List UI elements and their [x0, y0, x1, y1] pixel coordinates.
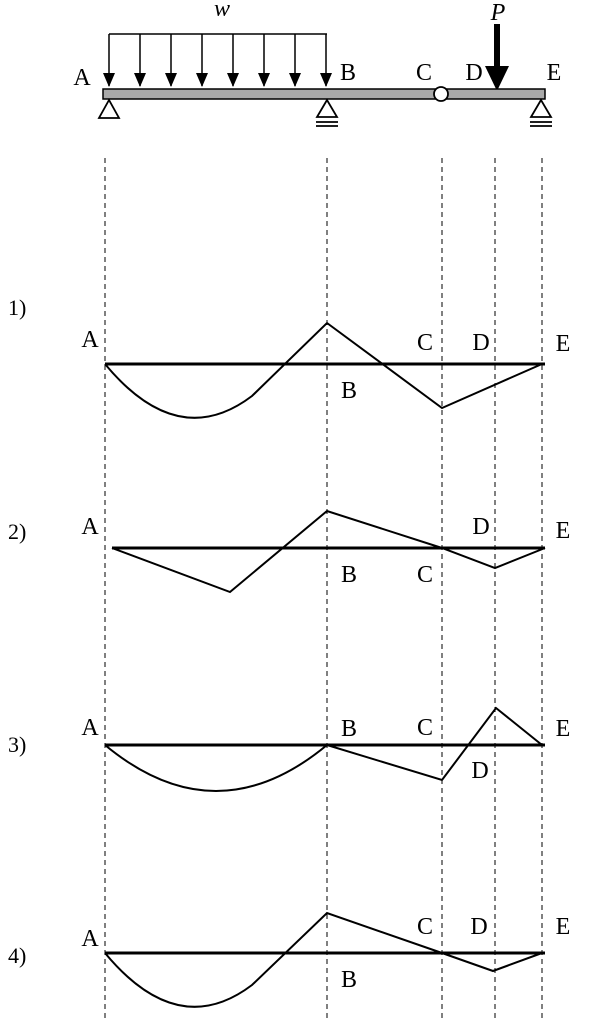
label-a: A	[81, 926, 99, 952]
roller-support-b	[315, 98, 339, 127]
guide-lines	[104, 158, 543, 1022]
label-a: A	[81, 715, 99, 741]
load-arrowhead	[196, 73, 208, 87]
label-d: D	[470, 914, 487, 940]
label-b: B	[341, 967, 357, 993]
label-a: A	[81, 327, 99, 353]
load-arrowhead	[103, 73, 115, 87]
distributed-load: w	[103, 0, 332, 87]
option-number: 3)	[8, 732, 26, 757]
label-e: E	[556, 518, 571, 544]
point-load: P	[485, 0, 509, 91]
pin-support-a	[97, 98, 121, 119]
label-e: E	[556, 716, 571, 742]
label-e: E	[556, 914, 571, 940]
label-b: B	[341, 378, 357, 404]
moment-curve	[104, 321, 543, 419]
load-arrowhead	[289, 73, 301, 87]
label-c: C	[417, 715, 433, 741]
label-c: C	[417, 914, 433, 940]
beam-body	[102, 88, 546, 100]
point-load-shaft	[494, 24, 500, 68]
label-e: E	[556, 331, 571, 357]
point-label-a: A	[73, 65, 91, 91]
roller-support-e	[529, 98, 553, 127]
moment-curve	[111, 509, 546, 594]
label-a: A	[81, 514, 99, 540]
option-4[interactable]: 4) A B C D E	[8, 911, 571, 1008]
point-label-d: D	[465, 60, 482, 86]
label-b: B	[341, 562, 357, 588]
point-label-b: B	[340, 60, 356, 86]
internal-hinge	[433, 86, 449, 102]
option-number: 1)	[8, 295, 26, 320]
option-3[interactable]: 3) A B C D E	[8, 706, 571, 792]
point-label-e: E	[547, 60, 562, 86]
beam-schematic: w P A B C D E	[73, 0, 562, 127]
label-c: C	[417, 562, 433, 588]
label-b: B	[341, 716, 357, 742]
option-2[interactable]: 2) A B C D E	[8, 509, 571, 594]
option-number: 4)	[8, 943, 26, 968]
label-c: C	[417, 330, 433, 356]
option-number: 2)	[8, 519, 26, 544]
label-d: D	[472, 514, 489, 540]
load-arrowhead	[227, 73, 239, 87]
load-arrowhead	[320, 73, 332, 87]
point-load-arrowhead	[485, 66, 509, 91]
label-d: D	[471, 758, 488, 784]
load-arrowhead	[134, 73, 146, 87]
load-arrowhead	[165, 73, 177, 87]
moment-curve	[104, 911, 543, 1008]
moment-curve	[104, 706, 543, 792]
label-d: D	[472, 330, 489, 356]
option-1[interactable]: 1) A B C D E	[8, 295, 571, 419]
load-arrowhead	[258, 73, 270, 87]
point-label-c: C	[416, 60, 432, 86]
load-p-label: P	[490, 0, 506, 26]
load-w-label: w	[214, 0, 230, 22]
